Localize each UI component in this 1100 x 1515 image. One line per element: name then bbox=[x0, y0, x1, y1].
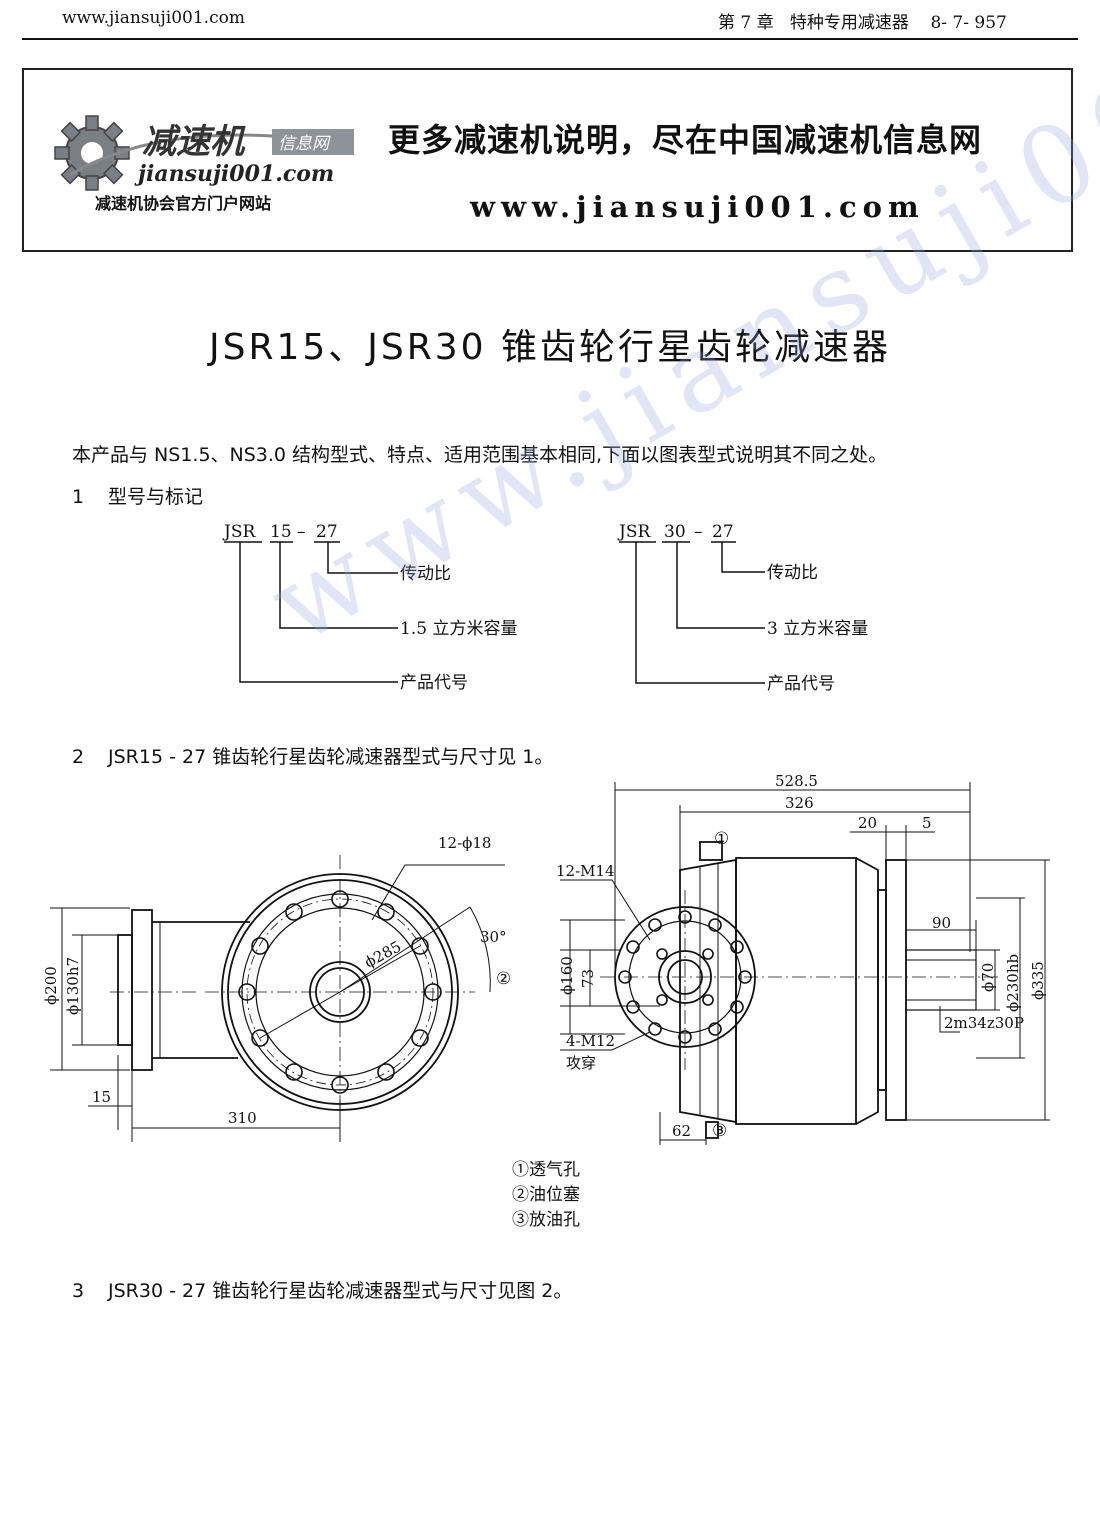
mark-2-icon: ② bbox=[496, 969, 511, 989]
model-b-prefix: JSR bbox=[617, 522, 651, 542]
section-text: JSR15 - 27 锥齿轮行星齿轮减速器型式与尺寸见 1。 bbox=[108, 746, 554, 768]
section-1-heading: 1 型号与标记 bbox=[72, 482, 203, 509]
logo-tag: 信息网 bbox=[278, 134, 331, 154]
dim-angle: 30° bbox=[480, 928, 507, 946]
technical-drawing: 12-ϕ18 ϕ285 30° ② ϕ200 ϕ130h7 15 310 bbox=[42, 772, 1050, 1145]
dim-326: 326 bbox=[785, 794, 814, 812]
legend-item-3: ③放油孔 bbox=[512, 1210, 580, 1230]
section-number: 3 bbox=[72, 1280, 85, 1302]
dim-through: 攻穿 bbox=[566, 1054, 596, 1072]
header-chapter: 第 7 章 特种专用减速器 8- 7- 957 bbox=[718, 13, 1007, 33]
model-a-volume-code: 15 bbox=[270, 522, 292, 542]
model-designation-diagram: JSR 15 – 27 传动比 1.5 立方米容量 产品代号 JSR 30 – … bbox=[222, 522, 868, 694]
dim-d285: ϕ285 bbox=[361, 937, 404, 971]
dim-528: 528.5 bbox=[775, 772, 818, 790]
model-b-ratio-code: 27 bbox=[712, 522, 734, 542]
header-rule bbox=[22, 38, 1078, 40]
logo-text: 减速机 bbox=[142, 122, 246, 162]
mark-1-icon: ① bbox=[714, 829, 729, 849]
header-url: www.jiansuji001.com bbox=[62, 8, 245, 28]
dim-62: 62 bbox=[672, 1122, 691, 1140]
ad-banner bbox=[22, 68, 1073, 252]
dim-d70: ϕ70 bbox=[979, 963, 997, 992]
model-b-volume-code: 30 bbox=[664, 522, 686, 542]
model-a-label-product: 产品代号 bbox=[400, 673, 468, 693]
dim-20: 20 bbox=[858, 814, 877, 832]
dim-d130: ϕ130h7 bbox=[64, 957, 82, 1015]
dim-holes: 12-ϕ18 bbox=[438, 834, 491, 852]
dim-spline: 2m34z30P bbox=[944, 1014, 1024, 1032]
logo-subtitle: 减速机协会官方门户网站 bbox=[95, 194, 272, 213]
page-title: JSR15、JSR30 锥齿轮行星齿轮减速器 bbox=[208, 327, 892, 368]
dim-d160: ϕ160 bbox=[558, 956, 576, 995]
model-b bbox=[619, 541, 765, 684]
legend-item-1: ①透气孔 bbox=[512, 1160, 580, 1180]
model-a bbox=[224, 541, 398, 683]
model-b-dash: – bbox=[694, 522, 703, 542]
model-a-label-volume: 1.5 立方米容量 bbox=[400, 619, 517, 639]
section-text: 型号与标记 bbox=[108, 486, 204, 508]
model-b-label-product: 产品代号 bbox=[767, 674, 835, 694]
banner-title: 更多减速机说明，尽在中国减速机信息网 bbox=[388, 121, 983, 159]
dim-d335: ϕ335 bbox=[1029, 961, 1047, 1000]
model-a-ratio-code: 27 bbox=[316, 522, 338, 542]
right-view bbox=[560, 782, 1050, 1145]
dim-310: 310 bbox=[228, 1109, 257, 1127]
dim-m12: 4-M12 bbox=[566, 1032, 615, 1050]
model-a-label-ratio: 传动比 bbox=[400, 564, 451, 584]
dim-d230: ϕ230hb bbox=[1004, 954, 1022, 1012]
section-2-heading: 2 JSR15 - 27 锥齿轮行星齿轮减速器型式与尺寸见 1。 bbox=[72, 742, 553, 769]
section-3-heading: 3 JSR30 - 27 锥齿轮行星齿轮减速器型式与尺寸见图 2。 bbox=[72, 1276, 572, 1303]
section-number: 2 bbox=[72, 746, 85, 768]
section-number: 1 bbox=[72, 486, 85, 508]
model-b-label-volume: 3 立方米容量 bbox=[767, 619, 868, 639]
banner-url: www.jiansuji001.com bbox=[470, 190, 925, 224]
model-a-prefix: JSR bbox=[222, 522, 256, 542]
dim-d200: ϕ200 bbox=[42, 966, 60, 1005]
dim-m14: 12-M14 bbox=[556, 862, 615, 880]
legend-item-2: ②油位塞 bbox=[512, 1185, 580, 1205]
dim-73: 73 bbox=[579, 969, 597, 988]
model-b-label-ratio: 传动比 bbox=[767, 563, 818, 583]
dim-5: 5 bbox=[922, 814, 932, 832]
mark-3-icon: ③ bbox=[712, 1121, 727, 1141]
dim-15: 15 bbox=[92, 1088, 111, 1106]
intro-paragraph: 本产品与 NS1.5、NS3.0 结构型式、特点、适用范围基本相同,下面以图表型… bbox=[72, 444, 888, 466]
logo: 减速机 信息网 jiansuji001.com bbox=[54, 115, 354, 191]
logo-url: jiansuji001.com bbox=[134, 161, 334, 187]
section-text: JSR30 - 27 锥齿轮行星齿轮减速器型式与尺寸见图 2。 bbox=[108, 1280, 573, 1302]
dim-90: 90 bbox=[932, 914, 951, 932]
left-view bbox=[50, 855, 505, 1142]
model-a-dash: – bbox=[297, 522, 306, 542]
